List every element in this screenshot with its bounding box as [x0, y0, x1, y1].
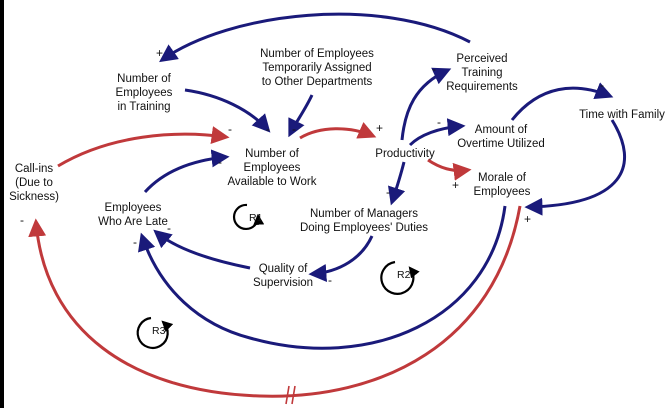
sign-plus: +: [376, 121, 383, 135]
arrow-productivity-to-overtime: [408, 118, 466, 147]
left-border: [0, 0, 4, 408]
arrow-late-to-available: [143, 149, 230, 194]
svg-text:Doing Employees' Duties: Doing Employees' Duties: [300, 222, 428, 234]
node-managers-doing-duties: Number of Managers Doing Employees' Duti…: [300, 208, 428, 234]
svg-text:Quality of: Quality of: [259, 263, 308, 275]
svg-text:Employees: Employees: [116, 87, 173, 99]
arrow-supervision-to-late: [153, 229, 251, 270]
arrow-callins-to-available: [57, 126, 230, 168]
loop-label-r1: R1: [249, 212, 263, 224]
svg-text:Employees: Employees: [105, 202, 162, 214]
sign-minus: -: [437, 115, 441, 129]
arrow-available-to-productivity: [299, 122, 377, 140]
loop-label-r2: R2: [397, 269, 411, 281]
svg-text:Requirements: Requirements: [446, 81, 518, 93]
svg-text:Supervision: Supervision: [253, 277, 313, 289]
node-call-ins: Call-ins (Due to Sickness): [9, 163, 59, 203]
node-overtime: Amount of Overtime Utilized: [457, 124, 545, 150]
arrow-managers-to-supervision: [308, 235, 374, 282]
loop-r3-icon: [136, 316, 174, 349]
arrow-morale-to-callins: [28, 205, 522, 398]
sign-minus: -: [386, 185, 390, 199]
loop-r2-icon: [380, 260, 420, 295]
svg-text:Who Are Late: Who Are Late: [98, 216, 168, 228]
svg-text:Call-ins: Call-ins: [15, 163, 54, 175]
node-available-to-work: Number of Employees Available to Work: [227, 148, 316, 188]
svg-text:Employees: Employees: [474, 186, 531, 198]
node-productivity: Productivity: [375, 148, 435, 160]
sign-minus: -: [167, 221, 171, 235]
sign-plus: +: [156, 46, 163, 60]
sign-minus: -: [218, 155, 222, 169]
node-temporarily-assigned: Number of Employees Temporarily Assigned…: [260, 48, 374, 88]
sign-minus: -: [292, 122, 296, 136]
svg-text:Available to Work: Available to Work: [227, 176, 316, 188]
arrow-temp-to-available: [288, 94, 314, 138]
loop-label-r3: R3: [152, 325, 166, 337]
svg-text:Employees: Employees: [244, 162, 301, 174]
arrow-training-to-available: [184, 88, 271, 133]
sign-minus: -: [600, 78, 604, 92]
arrow-overtime-to-family: [510, 82, 614, 121]
svg-text:Amount of: Amount of: [475, 124, 528, 136]
sign-minus: -: [133, 235, 137, 249]
svg-text:Sickness): Sickness): [9, 191, 59, 203]
loop-r1-icon: [232, 203, 265, 231]
arrow-morale-to-late: [138, 205, 507, 350]
sign-minus: -: [20, 213, 24, 227]
svg-text:Number of Managers: Number of Managers: [310, 208, 418, 220]
svg-text:Number of: Number of: [245, 148, 299, 160]
svg-text:in Training: in Training: [117, 101, 170, 113]
node-morale: Morale of Employees: [474, 172, 531, 198]
node-perceived-training: Perceived Training Requirements: [446, 53, 518, 93]
svg-text:Overtime Utilized: Overtime Utilized: [457, 138, 545, 150]
sign-minus: -: [432, 62, 436, 76]
sign-plus: +: [452, 178, 459, 192]
svg-text:Number of: Number of: [117, 73, 171, 85]
sign-minus: -: [328, 273, 332, 287]
svg-text:(Due to: (Due to: [15, 177, 53, 189]
arrow-family-to-morale: [524, 119, 627, 216]
arrow-productivity-to-perceived: [400, 67, 452, 141]
svg-text:Number of Employees: Number of Employees: [260, 48, 374, 60]
svg-text:Morale of: Morale of: [478, 172, 527, 184]
arrow-productivity-to-morale: [427, 158, 472, 181]
node-time-with-family: Time with Family: [579, 109, 665, 121]
svg-text:Temporarily Assigned: Temporarily Assigned: [262, 62, 371, 74]
node-quality-supervision: Quality of Supervision: [253, 263, 313, 289]
sign-plus: +: [524, 212, 531, 226]
sign-minus: -: [228, 122, 232, 136]
svg-text:Perceived: Perceived: [456, 53, 507, 65]
svg-text:to Other Departments: to Other Departments: [262, 76, 373, 88]
arrow-perceived-to-training: [159, 12, 471, 63]
arrow-productivity-to-managers: [388, 161, 406, 206]
node-employees-in-training: Number of Employees in Training: [116, 73, 173, 113]
node-employees-late: Employees Who Are Late: [98, 202, 168, 228]
sign-minus: -: [266, 122, 270, 136]
delay-mark: [285, 385, 296, 405]
svg-text:Training: Training: [461, 67, 502, 79]
